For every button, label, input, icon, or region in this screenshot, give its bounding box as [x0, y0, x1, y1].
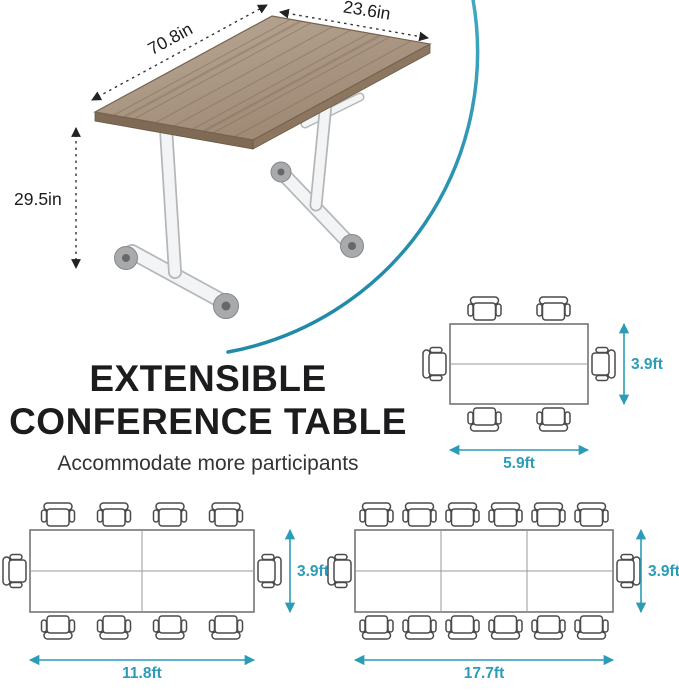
chair-icon — [467, 407, 502, 432]
headline-subtitle: Accommodate more participants — [57, 451, 359, 475]
chair-icon — [402, 615, 437, 640]
chair-icon — [488, 502, 523, 527]
headline-line1: EXTENSIBLE — [89, 358, 327, 399]
chair-icon — [616, 553, 641, 589]
chair-icon — [359, 615, 394, 640]
depth-dimension-label: 3.9ft — [648, 563, 679, 580]
chair-icon — [257, 553, 282, 589]
depth-dimension-label: 3.9ft — [297, 563, 329, 580]
layout-diagram-single-table: 3.9ft 5.9ft — [422, 296, 663, 472]
headline-line2: CONFERENCE TABLE — [9, 400, 407, 442]
product-illustration: 29.5in 70.8in 23.6in — [14, 0, 480, 354]
height-dimension-label: 29.5in — [14, 189, 62, 209]
chair-icon — [574, 615, 609, 640]
depth-dimension-label: 23.6in — [342, 0, 392, 24]
headline-block: EXTENSIBLE CONFERENCE TABLE Accommodate … — [6, 358, 410, 476]
chair-icon — [536, 407, 571, 432]
chair-icon — [488, 615, 523, 640]
chair-icon — [531, 615, 566, 640]
chair-icon — [445, 502, 480, 527]
chair-icon — [536, 296, 571, 321]
table-top — [93, 15, 432, 150]
layout-diagram-triple-table: 3.9ft 17.7ft — [327, 502, 679, 682]
length-dimension-label: 70.8in — [144, 19, 195, 59]
table-leg-left — [114, 121, 239, 319]
chair-icon — [531, 502, 566, 527]
table-leg-right — [270, 92, 365, 258]
chair-icon — [40, 615, 76, 640]
chair-icon — [591, 346, 616, 382]
chair-icon — [96, 615, 132, 640]
chair-icon — [359, 502, 394, 527]
chair-icon — [208, 615, 244, 640]
chair-icon — [208, 502, 244, 527]
layout-diagram-double-table: 3.9ft 11.8ft — [2, 502, 329, 682]
chair-icon — [422, 346, 447, 382]
chair-icon — [402, 502, 437, 527]
chair-icon — [96, 502, 132, 527]
length-dimension-label: 11.8ft — [122, 665, 162, 682]
chair-icon — [327, 553, 352, 589]
decorative-arc — [226, 0, 480, 354]
chair-icon — [152, 502, 188, 527]
length-dimension-label: 5.9ft — [503, 455, 535, 472]
chair-icon — [574, 502, 609, 527]
depth-dimension-label: 3.9ft — [631, 356, 663, 373]
chair-icon — [2, 553, 27, 589]
chair-icon — [467, 296, 502, 321]
chair-icon — [152, 615, 188, 640]
length-dimension-label: 17.7ft — [464, 665, 505, 682]
chair-icon — [445, 615, 480, 640]
chair-icon — [40, 502, 76, 527]
